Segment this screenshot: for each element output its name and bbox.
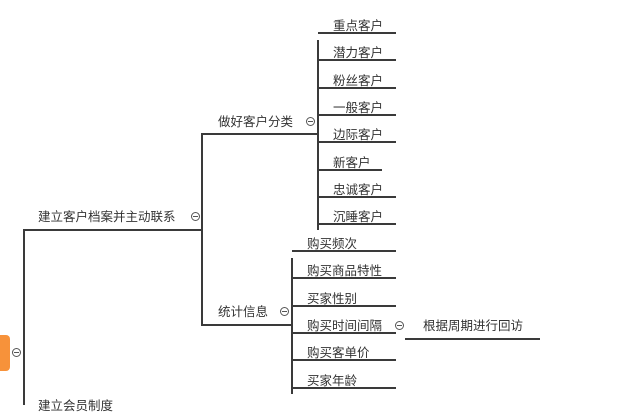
leaf-topic[interactable]: 购买商品特性 (307, 263, 383, 279)
connector (292, 250, 396, 252)
connector (318, 113, 396, 116)
connector (318, 32, 396, 34)
connector (318, 168, 382, 171)
connector (318, 59, 396, 62)
collapse-icon[interactable] (395, 321, 404, 330)
connector (318, 223, 396, 226)
connector (292, 277, 396, 280)
leaf-topic[interactable]: 买家年龄 (307, 372, 358, 388)
topic-customer-files[interactable]: 建立客户档案并主动联系 (38, 209, 176, 224)
connector (23, 230, 25, 405)
leaf-topic[interactable]: 重点客户 (333, 18, 384, 33)
leaf-topic[interactable]: 一般客户 (333, 99, 384, 115)
root-topic[interactable] (0, 335, 10, 371)
leaf-topic[interactable]: 忠诚客户 (333, 181, 384, 197)
topic-statistics[interactable]: 统计信息 (218, 304, 269, 319)
connector (292, 304, 396, 307)
leaf-topic[interactable]: 购买客单价 (307, 345, 370, 361)
connector (23, 229, 203, 231)
leaf-topic[interactable]: 购买频次 (307, 236, 358, 251)
collapse-icon[interactable] (280, 307, 289, 316)
connector (317, 40, 319, 230)
connector (292, 359, 396, 362)
leaf-topic[interactable]: 边际客户 (333, 127, 384, 143)
connector (201, 134, 203, 326)
leaf-topic[interactable]: 粉丝客户 (333, 72, 384, 88)
connector (318, 86, 396, 89)
topic-revisit[interactable]: 根据周期进行回访 (423, 318, 524, 333)
collapse-root-icon[interactable] (12, 348, 21, 357)
collapse-icon[interactable] (191, 212, 200, 221)
connector (292, 386, 396, 389)
connector (318, 141, 396, 144)
connector (318, 195, 396, 198)
connector (291, 258, 293, 394)
leaf-topic[interactable]: 沉睡客户 (333, 209, 384, 225)
connector (292, 331, 396, 334)
connector (201, 133, 319, 135)
topic-membership[interactable]: 建立会员制度 (38, 398, 114, 413)
leaf-topic[interactable]: 潜力客户 (333, 45, 384, 61)
leaf-topic[interactable]: 购买时间间隔 (307, 317, 383, 333)
leaf-topic[interactable]: 新客户 (333, 154, 371, 170)
collapse-icon[interactable] (306, 117, 315, 126)
connector (201, 324, 293, 326)
connector (405, 338, 540, 340)
leaf-topic[interactable]: 买家性别 (307, 290, 358, 306)
topic-classify[interactable]: 做好客户分类 (218, 114, 294, 129)
